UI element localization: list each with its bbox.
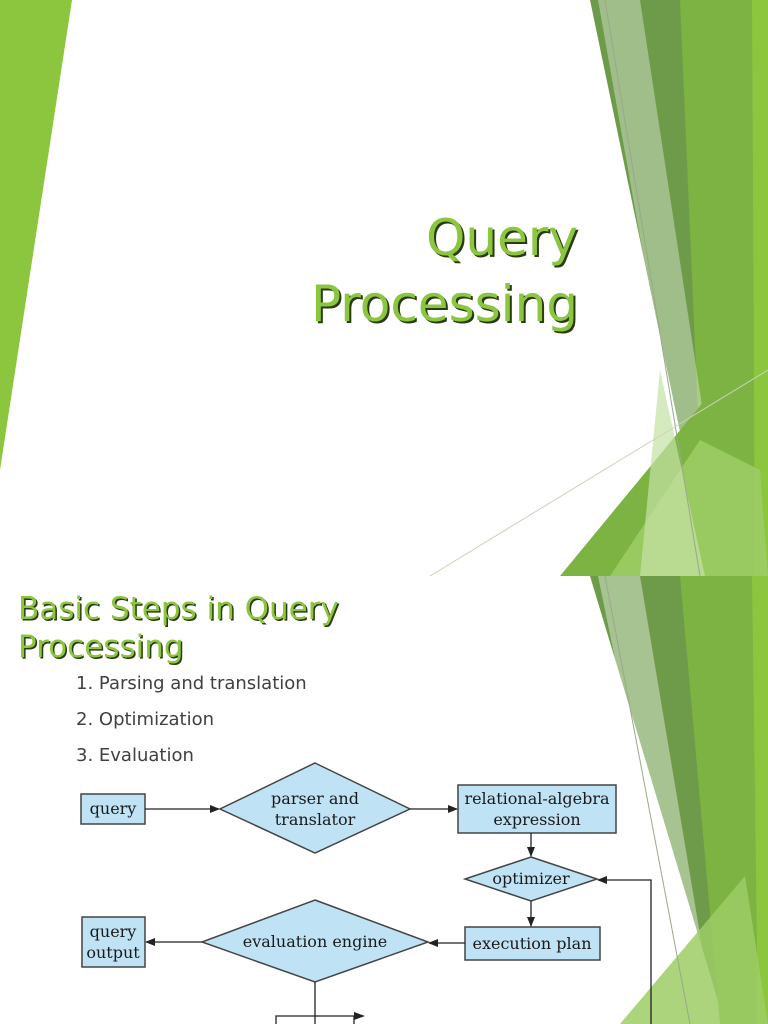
thin-line-2	[429, 369, 768, 576]
parser-diamond	[218, 762, 412, 854]
title-line-2: Processing	[18, 629, 184, 665]
steps-slide: Basic Steps in Query Processing 1. Parsi…	[0, 576, 768, 1024]
execution-plan-node: execution plan	[464, 926, 601, 961]
slide-1-background	[0, 0, 768, 576]
query-output-label-line-1: query	[90, 922, 137, 941]
execution-plan-label: execution plan	[473, 934, 592, 953]
bottom-light-triangle	[620, 876, 768, 1024]
relational-algebra-label-line-1: relational-algebra	[464, 789, 610, 808]
thin-line-1	[604, 0, 701, 576]
parser-label-line-1: parser and	[271, 789, 359, 808]
query-label: query	[90, 799, 137, 818]
title-line-2: Processing	[311, 275, 578, 333]
parser-node: parser and translator	[218, 762, 412, 854]
right-edge-green-shape	[752, 576, 768, 1024]
slide-title: Basic Steps in Query Processing	[18, 590, 339, 666]
left-green-shape	[0, 0, 72, 470]
relational-algebra-node: relational-algebra expression	[457, 784, 617, 834]
query-node: query	[80, 793, 146, 825]
right-light-band	[598, 576, 715, 1024]
query-output-box	[81, 916, 146, 968]
data-arrow-head	[354, 1012, 365, 1020]
step-item: 2. Optimization	[76, 709, 215, 730]
step-item: 3. Evaluation	[76, 745, 194, 766]
step-item: 1. Parsing and translation	[76, 673, 307, 694]
bottom-pale-triangle	[640, 370, 705, 576]
slide-title: Query Processing	[311, 205, 578, 337]
execution-plan-box	[464, 926, 601, 961]
title-line-1: Query	[426, 209, 578, 267]
optimizer-node: optimizer	[462, 856, 600, 902]
steps-list: 1. Parsing and translation 2. Optimizati…	[76, 673, 307, 781]
relational-algebra-label-line-2: expression	[493, 810, 580, 829]
query-output-label-line-2: output	[86, 943, 140, 962]
title-line-1: Basic Steps in Query	[18, 591, 339, 627]
query-processing-diagram: query parser and translator relational-a…	[80, 762, 652, 1024]
thin-line-1	[604, 576, 691, 1024]
evaluation-engine-label: evaluation engine	[243, 932, 387, 951]
query-output-node: query output	[81, 916, 146, 968]
arrow-statistics-to-optimizer	[597, 876, 652, 1024]
right-edge-green-shape	[752, 0, 768, 576]
title-slide: Query Processing	[0, 0, 768, 576]
parser-label-line-2: translator	[275, 810, 356, 829]
evaluation-engine-node: evaluation engine	[199, 899, 431, 983]
optimizer-label: optimizer	[492, 869, 570, 888]
relational-algebra-box	[457, 784, 617, 834]
slide-2-background	[590, 576, 768, 1024]
